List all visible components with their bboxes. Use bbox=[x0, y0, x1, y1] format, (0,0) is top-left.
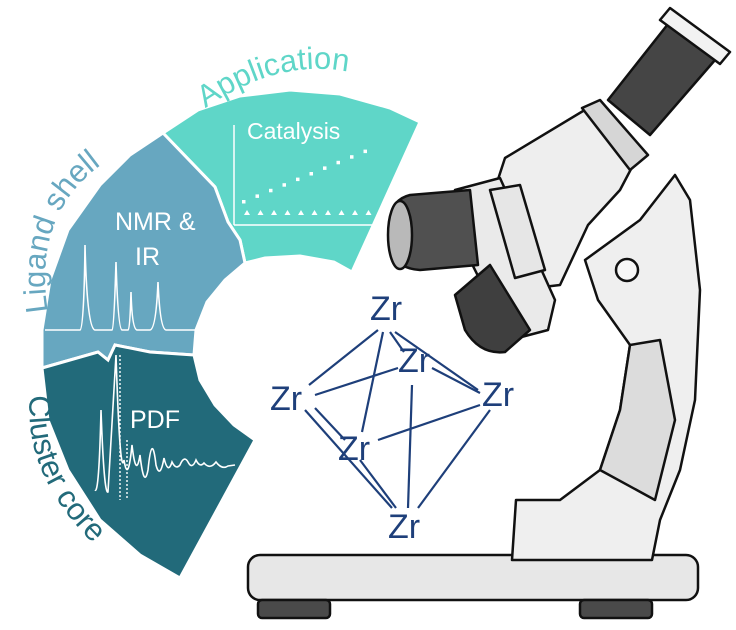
zr-octahedron bbox=[304, 329, 491, 509]
pdf-label: PDF bbox=[130, 406, 180, 434]
catalysis-triangle-point bbox=[365, 210, 372, 215]
cluster-edge bbox=[377, 403, 481, 442]
cluster-edge bbox=[417, 409, 491, 509]
catalysis-point bbox=[269, 188, 273, 193]
eyepiece-cap[interactable] bbox=[658, 6, 732, 66]
microscope-foot-left bbox=[256, 598, 332, 620]
cluster-edge bbox=[431, 367, 481, 394]
catalysis-point bbox=[282, 183, 286, 187]
zr-atom-back: Zr bbox=[398, 342, 430, 380]
catalysis-point bbox=[363, 149, 367, 154]
cluster-edge bbox=[314, 366, 399, 397]
zr-atoms: Zr Zr Zr Zr Zr Zr bbox=[270, 290, 514, 546]
zr-atom-bottom: Zr bbox=[388, 508, 420, 546]
catalysis-triangle-point bbox=[244, 210, 250, 215]
zr-atom-front: Zr bbox=[338, 430, 370, 468]
catalysis-triangle-point bbox=[257, 210, 264, 215]
sector-wheel bbox=[40, 88, 422, 581]
microscope-base bbox=[246, 553, 700, 602]
catalysis-point bbox=[242, 200, 246, 204]
zr-atom-top: Zr bbox=[370, 290, 402, 328]
catalysis-point bbox=[255, 194, 259, 198]
catalysis-point bbox=[323, 166, 327, 170]
cluster-edge bbox=[394, 331, 479, 391]
catalysis-point bbox=[296, 177, 300, 182]
catalysis-point bbox=[309, 172, 313, 176]
catalysis-triangle-point bbox=[271, 210, 277, 215]
pdf-dotted-overlay bbox=[119, 355, 128, 500]
pdf-curve-icon bbox=[94, 354, 236, 493]
zr-atom-left: Zr bbox=[270, 380, 302, 418]
catalysis-triangle-point bbox=[284, 210, 291, 215]
catalysis-triangle-point bbox=[298, 210, 304, 215]
cluster-edge bbox=[406, 384, 414, 509]
microscope-arm-panel bbox=[598, 338, 677, 502]
ir-label: IR bbox=[135, 243, 160, 271]
objective-lens-left-end bbox=[386, 199, 414, 271]
catalysis-label: Catalysis bbox=[247, 118, 340, 144]
cluster-edge bbox=[359, 459, 397, 509]
cluster-edge bbox=[308, 329, 379, 386]
focus-knob[interactable] bbox=[614, 257, 640, 283]
catalysis-triangle-point bbox=[352, 210, 358, 215]
microscope-foot-right bbox=[578, 598, 654, 620]
scatter-plot-icon bbox=[233, 125, 372, 226]
microscope-tube-ring bbox=[580, 98, 650, 172]
catalysis-triangle-point bbox=[311, 210, 318, 215]
catalysis-point bbox=[350, 155, 354, 159]
objective-lens-right bbox=[488, 183, 547, 280]
spectrum-peaks-icon bbox=[45, 244, 195, 331]
objective-lens-bottom bbox=[453, 263, 532, 354]
nmr-label: NMR & bbox=[115, 208, 196, 236]
cluster-edge bbox=[360, 331, 385, 433]
cluster-edge bbox=[389, 331, 405, 353]
catalysis-point bbox=[336, 160, 340, 165]
microscope-icon bbox=[246, 6, 732, 620]
catalysis-triangle-point bbox=[325, 210, 331, 215]
cluster-edge bbox=[304, 409, 393, 509]
zr-atom-right: Zr bbox=[482, 376, 514, 414]
catalysis-triangle-point bbox=[338, 210, 345, 215]
cluster-edge bbox=[314, 407, 346, 441]
